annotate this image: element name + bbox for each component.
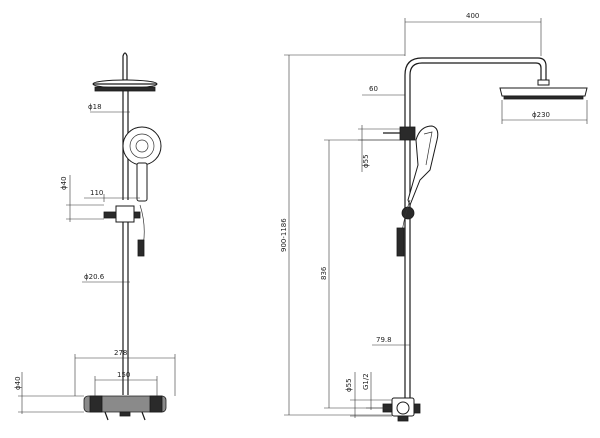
dim-label-phi20-6: ϕ20.6	[84, 273, 105, 281]
dim-side-mixer-offset: 79.8	[372, 336, 410, 346]
front-shower-head	[92, 79, 158, 92]
dim-label-phi40: ϕ40	[60, 176, 68, 190]
dim-side-holder: ϕ55	[358, 125, 400, 172]
dim-side-head: ϕ230	[501, 100, 588, 124]
dim-side-arm-reach: 400	[404, 12, 542, 56]
dim-label-holder-phi55: ϕ55	[362, 154, 370, 168]
dim-front-center: 278	[74, 349, 176, 396]
front-view: ϕ18 ϕ40 110 ϕ20.6 278	[14, 52, 176, 421]
dim-label-60: 60	[369, 85, 378, 93]
dim-side-thread: G1/2	[362, 372, 383, 410]
dim-side-total-height: 900-1186	[280, 54, 405, 416]
dim-label-836: 836	[320, 266, 328, 280]
dim-label-110: 110	[90, 189, 103, 197]
dim-label-bottom-phi55: ϕ55	[345, 378, 353, 392]
dim-label-phi18: ϕ18	[88, 103, 102, 111]
dim-label-400: 400	[466, 12, 479, 20]
dim-front-mount: 150	[94, 371, 158, 396]
front-mixer	[83, 395, 167, 421]
dim-label-150: 150	[117, 371, 130, 379]
front-top-cap	[122, 52, 128, 81]
side-handset	[407, 125, 439, 207]
dim-front-pipe: ϕ20.6	[82, 273, 130, 283]
dim-label-278: 278	[114, 349, 127, 357]
front-handset	[122, 126, 162, 202]
dim-label-mixer-phi40: ϕ40	[14, 376, 22, 390]
dim-front-arm: 110	[84, 189, 140, 202]
dim-label-phi230: ϕ230	[532, 111, 550, 119]
side-slide-knob	[401, 206, 415, 220]
side-arm-outer	[404, 57, 547, 82]
dim-front-bracket: ϕ40	[60, 175, 104, 222]
side-mixer	[382, 397, 421, 422]
side-hose-end	[396, 227, 405, 257]
front-holder-clamp	[115, 205, 135, 223]
dim-label-900-1186: 900-1186	[280, 218, 288, 252]
side-view: 400 60 ϕ230 ϕ55 900-1186	[280, 12, 588, 422]
dim-front-mixer: ϕ40	[14, 372, 84, 414]
dim-front-head-pipe: ϕ18	[88, 103, 130, 113]
side-arm-inner	[409, 62, 542, 82]
dim-label-g1-2: G1/2	[362, 373, 370, 390]
dim-side-top-offset: 60	[362, 85, 405, 96]
side-holder	[383, 126, 416, 141]
dim-side-holder-height: 836	[320, 139, 400, 409]
side-shower-head	[499, 79, 588, 100]
front-hose-end	[137, 239, 145, 257]
dim-label-79-8: 79.8	[376, 336, 392, 344]
